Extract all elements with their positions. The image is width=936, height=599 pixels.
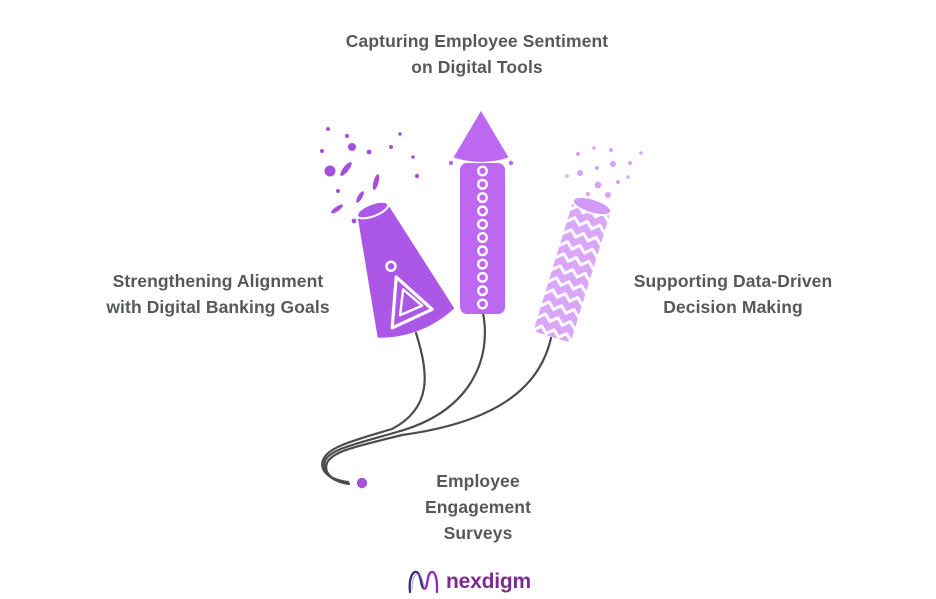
- nexdigm-logo-text: nexdigm: [446, 569, 531, 593]
- rocket-firework-icon: [448, 108, 514, 314]
- brand-logo: nexdigm: [407, 565, 531, 597]
- nexdigm-logo-icon: [408, 570, 439, 593]
- fuse-lines: [321, 311, 553, 486]
- center-node-label: Employee Engagement Surveys: [424, 471, 532, 543]
- fuse-line-center: [323, 311, 486, 485]
- spark-particles-left: [320, 127, 420, 224]
- branch-label-top: Capturing Employee Sentiment on Digital …: [345, 31, 609, 77]
- fuse-end-dot: [356, 477, 368, 489]
- rocket-dots: [477, 165, 489, 310]
- fuse-line-right: [325, 336, 553, 486]
- spark-particles-right: [565, 146, 643, 198]
- firecracker-icon: [534, 146, 643, 342]
- branch-label-left: Strengthening Alignment with Digital Ban…: [106, 271, 330, 317]
- fountain-firework-icon: [320, 127, 455, 338]
- branch-label-right: Supporting Data-Driven Decision Making: [633, 271, 833, 317]
- fuse-line-left: [321, 331, 426, 484]
